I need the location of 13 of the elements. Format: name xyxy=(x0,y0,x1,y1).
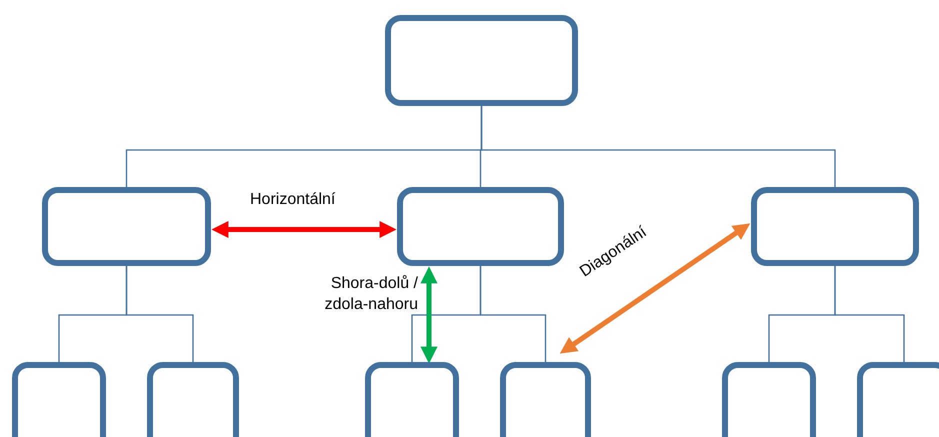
rounded-box xyxy=(751,187,919,266)
connector-line xyxy=(126,266,194,362)
connector-line xyxy=(834,266,905,362)
edge-label: Shora-dolů / zdola-nahoru xyxy=(324,274,418,315)
rounded-box xyxy=(385,15,578,106)
rounded-box xyxy=(42,187,211,266)
connector-line xyxy=(480,106,836,187)
connector-line xyxy=(480,266,546,362)
double-arrow xyxy=(211,221,397,238)
edge-label: Horizontální xyxy=(250,190,336,210)
rounded-box xyxy=(397,187,564,266)
double-arrow xyxy=(420,266,438,364)
double-arrow xyxy=(560,223,750,354)
